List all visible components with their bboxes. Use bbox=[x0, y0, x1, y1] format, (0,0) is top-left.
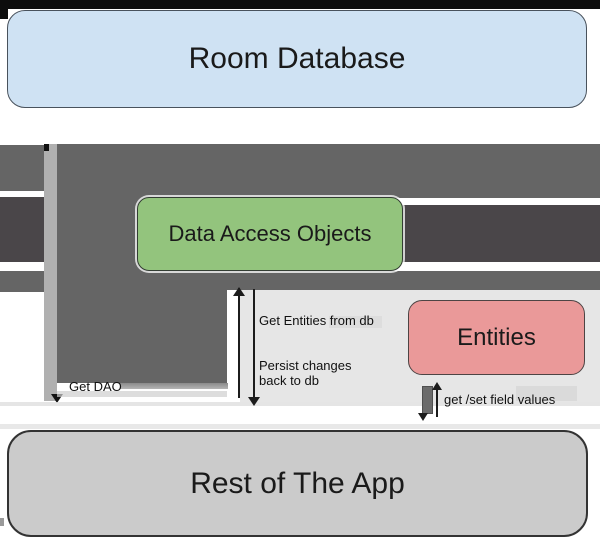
rest-of-app-label: Rest of The App bbox=[190, 466, 405, 500]
get-entities-arrow-line bbox=[253, 289, 255, 399]
left-arrow-band-dark bbox=[0, 197, 44, 262]
rest-of-app-node: Rest of The App bbox=[7, 430, 588, 537]
entities-node: Entities bbox=[408, 300, 585, 375]
dao-label: Data Access Objects bbox=[168, 221, 372, 246]
top-left-black-corner bbox=[0, 0, 8, 19]
streak-line-lower bbox=[0, 424, 600, 429]
medium-band-under-dao bbox=[227, 271, 600, 290]
highlight-behind-values bbox=[516, 386, 577, 401]
streak-line-mid bbox=[0, 402, 600, 406]
top-black-bar bbox=[0, 0, 600, 9]
get-dao-arrow-bar-tick bbox=[44, 144, 49, 151]
left-arrow-band-top bbox=[0, 145, 44, 191]
get-dao-arrowhead-down-icon bbox=[51, 394, 63, 403]
highlight-behind-from-db bbox=[329, 316, 382, 328]
entities-label: Entities bbox=[457, 323, 536, 351]
room-database-label: Room Database bbox=[188, 42, 406, 75]
get-dao-edge-label: Get DAO bbox=[69, 379, 122, 394]
persist-edge-label-line1: Persist changes bbox=[259, 358, 352, 373]
get-set-arrowhead-up-icon bbox=[432, 382, 442, 390]
get-dao-arrow-bar bbox=[44, 144, 57, 401]
big-arrow-top-band bbox=[57, 144, 600, 198]
get-entities-arrowhead-down-icon bbox=[248, 397, 260, 406]
edge-mark-bottom-left bbox=[0, 518, 4, 526]
left-arrow-band-bottom bbox=[0, 271, 44, 292]
get-entities-edge-label: Get Entities from db bbox=[259, 313, 374, 328]
dao-node: Data Access Objects bbox=[137, 197, 403, 271]
get-set-arrow-line bbox=[436, 386, 438, 417]
persist-arrowhead-up-icon bbox=[233, 287, 245, 296]
persist-arrow-line bbox=[238, 288, 240, 398]
persist-edge-label-line2: back to db bbox=[259, 373, 319, 388]
persist-edge-label: Persist changes back to db bbox=[259, 358, 352, 388]
dark-arrow-band-right bbox=[402, 205, 600, 262]
get-set-edge-label: get /set field values bbox=[444, 392, 556, 407]
streak-line-upper bbox=[57, 391, 227, 397]
room-database-node: Room Database bbox=[7, 10, 587, 108]
get-set-arrowhead-down-icon bbox=[418, 413, 428, 421]
get-set-arrow-bar bbox=[422, 386, 433, 414]
get-dao-tail-line bbox=[120, 383, 228, 389]
